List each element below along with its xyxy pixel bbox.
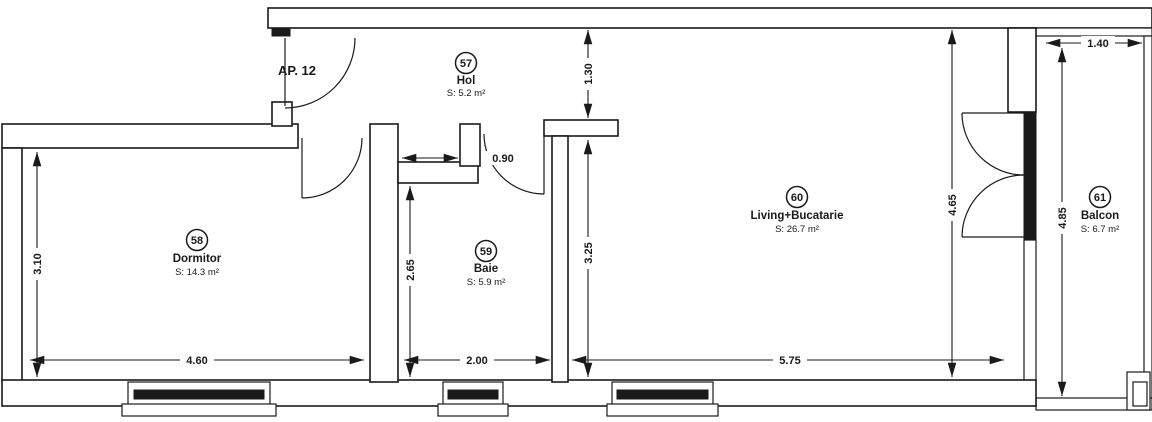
dim-label: 3.10 <box>32 253 44 274</box>
dim-baie-depth: 2.65 <box>403 186 417 377</box>
room-label-baie: 59 Baie S: 5.9 m² <box>467 239 506 288</box>
dim-baie-width: 2.00 <box>404 353 550 367</box>
dimensions: 3.10 4.60 0.90 1.30 3.25 2.65 <box>29 29 1142 396</box>
dim-hol-depth: 1.30 <box>581 29 595 118</box>
wall-dormitor-baie <box>369 123 399 383</box>
window-baie <box>437 381 509 417</box>
room-name: Living+Bucatarie <box>751 210 844 222</box>
dim-living-west-depth: 3.25 <box>581 140 595 377</box>
room-label-hol: 57 Hol S: 5.2 m² <box>447 51 486 99</box>
room-area: S: 5.9 m² <box>467 277 506 288</box>
walls <box>1 7 1152 411</box>
room-name: Baie <box>474 263 498 275</box>
room-area: S: 5.2 m² <box>447 88 486 99</box>
window-living <box>606 381 719 417</box>
room-number: 61 <box>1094 192 1106 204</box>
dim-label: 4.60 <box>186 355 207 367</box>
doors <box>284 37 1025 238</box>
apartment-label: AP. 12 <box>278 63 316 78</box>
dim-label: 1.40 <box>1087 38 1108 50</box>
wall-top-main <box>267 7 1152 29</box>
room-labels: AP. 12 57 Hol S: 5.2 m² 58 Dormitor S: 1… <box>173 51 1120 288</box>
room-area: S: 14.3 m² <box>175 267 219 278</box>
entry-door <box>284 37 356 109</box>
wall-left <box>1 147 23 383</box>
entry-door-frame <box>271 27 291 37</box>
dim-label: 1.30 <box>583 63 595 84</box>
dim-label: 3.25 <box>583 242 595 263</box>
dim-living-width: 5.75 <box>572 353 1004 367</box>
dim-label: 5.75 <box>779 355 800 367</box>
dim-label: 0.90 <box>492 153 513 165</box>
room-number: 60 <box>791 192 803 204</box>
dim-living-depth: 4.65 <box>945 29 959 377</box>
room-name: Hol <box>457 75 476 87</box>
room-number: 58 <box>191 235 203 247</box>
wall-dormitor-top <box>1 123 299 149</box>
baie-door <box>483 133 545 195</box>
dim-label: 4.85 <box>1057 207 1069 228</box>
room-label-living: 60 Living+Bucatarie S: 26.7 m² <box>751 185 844 235</box>
dim-label: 2.65 <box>405 259 417 280</box>
glazing-living-balcon <box>1023 111 1037 241</box>
room-label-dormitor: 58 Dormitor S: 14.3 m² <box>173 228 222 278</box>
balcon-column-inner <box>1132 381 1148 407</box>
dim-passage-width: 0.90 <box>402 151 522 165</box>
room-number: 59 <box>480 246 492 258</box>
balcon-french-door <box>961 112 1025 238</box>
dormitor-door <box>301 137 363 199</box>
wall-balcon-right-parapet <box>1143 35 1152 399</box>
room-area: S: 26.7 m² <box>775 224 819 235</box>
wall-balcon-top-parapet <box>1035 27 1152 37</box>
wall-baie-jamb <box>459 123 481 167</box>
dim-balcon-width: 1.40 <box>1046 36 1142 50</box>
window-dormitor <box>121 381 277 417</box>
dim-balcon-depth: 4.85 <box>1055 48 1069 396</box>
windows <box>121 381 719 417</box>
wall-entry-jamb <box>271 101 293 127</box>
dim-label: 2.00 <box>466 355 487 367</box>
dim-dormitor-depth: 3.10 <box>30 152 44 377</box>
window-living-balcon-lower <box>1023 239 1037 383</box>
room-name: Balcon <box>1081 210 1119 222</box>
dim-label: 4.65 <box>947 194 959 215</box>
room-area: S: 6.7 m² <box>1081 224 1120 235</box>
room-number: 57 <box>460 58 472 70</box>
room-name: Dormitor <box>173 253 222 265</box>
dim-dormitor-width: 4.60 <box>29 353 364 367</box>
wall-baie-living <box>551 135 569 383</box>
wall-living-balcon-stub <box>1007 27 1037 113</box>
wall-hol-living-cap <box>543 119 619 137</box>
room-label-balcon: 61 Balcon S: 6.7 m² <box>1081 185 1120 235</box>
